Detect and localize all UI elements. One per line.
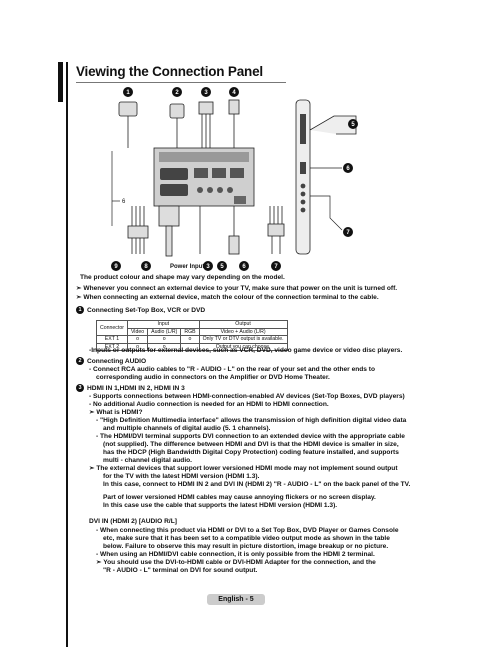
- callout-9: 9: [114, 264, 118, 270]
- section-3-line: (not supplied). The difference between H…: [103, 441, 399, 448]
- page-title: Viewing the Connection Panel: [76, 64, 263, 79]
- section-3-line: Part of lower versioned HDMI cables may …: [103, 494, 376, 501]
- section-4-heading: DVI IN (HDMI 2) [AUDIO R/L]: [89, 518, 177, 525]
- th-input: Input: [126, 320, 200, 329]
- callout-3: 3: [204, 90, 208, 96]
- section-4-line: ➣ You should use the DVI-to-HDMI cable o…: [96, 559, 376, 566]
- section-3-line: In this case, connect to HDMI IN 2 and D…: [103, 481, 411, 488]
- side-label: 6: [122, 199, 126, 205]
- note-1: ➣ Whenever you connect an external devic…: [76, 285, 398, 292]
- section-3-line: ➣ The external devices that support lowe…: [89, 465, 398, 472]
- title-underline: [76, 82, 286, 83]
- section-4-line: etc, make sure that it has been set to a…: [103, 535, 390, 542]
- th-rgb: RGB: [180, 327, 200, 336]
- th-video: Video: [126, 327, 149, 336]
- th-output: Output: [198, 320, 288, 329]
- section-3-line: - The HDMI/DVI terminal supports DVI con…: [96, 433, 405, 440]
- callout-6: 6: [346, 166, 350, 172]
- top-cables: [118, 99, 240, 152]
- section-4-line: - When connecting this product via HDMI …: [96, 527, 399, 534]
- page-footer: English - 5: [207, 594, 265, 605]
- top-callouts: 1 2 3 4: [123, 87, 239, 97]
- th-audio: Audio (L/R): [147, 327, 182, 336]
- section-3-line: has the HDCP (High Bandwidth Digital Cop…: [103, 449, 399, 456]
- section-3-line: - Supports connections between HDMI-conn…: [89, 393, 405, 400]
- section-3-line: for the TV with the latest HDMI version …: [103, 473, 260, 480]
- callout-1: 1: [126, 90, 130, 96]
- back-panel: [153, 147, 255, 207]
- connection-table: Connector Input Output Video Audio (L/R)…: [96, 320, 288, 351]
- callout-6b: 6: [242, 264, 246, 270]
- diagram-note: The product colour and shape may vary de…: [80, 274, 285, 281]
- section-2-line: corresponding audio in connectors on the…: [96, 374, 330, 381]
- section-4-line: "R - AUDIO - L" terminal on DVI for soun…: [103, 567, 258, 574]
- section-4-line: below. Failure to observe this may resul…: [103, 543, 389, 550]
- callout-5b: 5: [220, 264, 224, 270]
- section-3-line: multi - channel digital audio.: [103, 457, 193, 464]
- section-3-line: and multiple channels of digital audio (…: [103, 425, 271, 432]
- th-connector: Connector: [96, 320, 128, 336]
- section-3-line: ➣ What is HDMI?: [89, 409, 143, 416]
- title-accent-bar: [58, 62, 63, 102]
- section-3-line: - "High Definition Multimedia interface"…: [96, 417, 407, 424]
- note-2: ➣ When connecting an external device, ma…: [76, 294, 379, 301]
- power-input-label: Power Input: [170, 264, 204, 270]
- bottom-callouts: 9 8 Power Input 3 5 6 7: [111, 261, 281, 271]
- section-3-line: - No additional Audio connection is need…: [89, 401, 329, 408]
- connection-panel-diagram: 1 2 3 4 6: [80, 87, 358, 281]
- callout-2: 2: [175, 90, 179, 96]
- section-2-line: - Connect RCA audio cables to "R - AUDIO…: [89, 366, 376, 373]
- callout-4: 4: [232, 90, 236, 96]
- callout-7b: 7: [274, 264, 278, 270]
- bottom-cables: [127, 205, 285, 257]
- callout-8: 8: [144, 264, 148, 270]
- side-panel: 5 6 7: [295, 99, 358, 255]
- section-3-line: In this case use the cable that supports…: [103, 502, 338, 509]
- callout-5: 5: [351, 122, 355, 128]
- callout-3b: 3: [206, 264, 210, 270]
- callout-7: 7: [346, 230, 350, 236]
- th-video-audio: Video + Audio (L/R): [198, 327, 288, 336]
- section-1-note: -Inputs or outputs for external devices,…: [89, 347, 403, 354]
- section-4-line: - When using an HDMI/DVI cable connectio…: [96, 551, 375, 558]
- left-margin-rule: [66, 62, 68, 647]
